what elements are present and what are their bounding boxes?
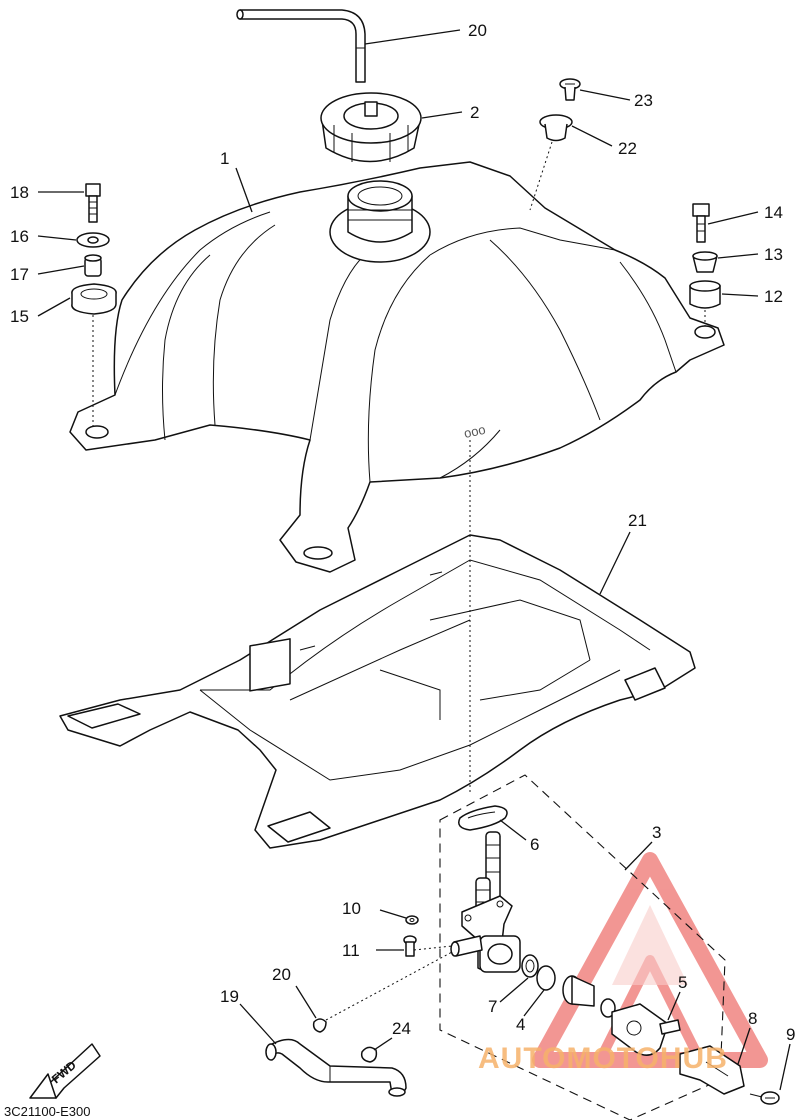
callout-labels: 20 2 1 18 16 17 15 23 22 14 13 12 21 6 3… bbox=[10, 21, 795, 1044]
screw-and-washer bbox=[403, 915, 453, 957]
screw-and-damper bbox=[529, 78, 581, 211]
callout-leaders bbox=[37, 29, 791, 1091]
breather-hose bbox=[236, 9, 366, 83]
callout-7: 7 bbox=[488, 997, 497, 1016]
callout-12: 12 bbox=[764, 287, 783, 306]
tank-cover bbox=[59, 440, 696, 849]
callout-13: 13 bbox=[764, 245, 783, 264]
callout-8: 8 bbox=[748, 1009, 757, 1028]
callout-22: 21 bbox=[628, 511, 647, 530]
fuel-hose-and-clips bbox=[265, 951, 453, 1097]
left-mount-hardware bbox=[71, 183, 117, 428]
callout-6: 6 bbox=[530, 835, 539, 854]
callout-20-upper: 20 bbox=[272, 965, 291, 984]
callout-9: 9 bbox=[786, 1025, 795, 1044]
fuel-tank: ooo bbox=[69, 161, 725, 573]
callout-24: 23 bbox=[634, 91, 653, 110]
callout-4: 4 bbox=[516, 1015, 525, 1034]
callout-10: 10 bbox=[342, 899, 361, 918]
fuel-tank-cap bbox=[320, 92, 422, 163]
callout-11: 11 bbox=[342, 941, 360, 960]
callout-17: 17 bbox=[10, 265, 29, 284]
fuel-cock-assembly bbox=[450, 805, 780, 1105]
right-mount-hardware bbox=[689, 203, 721, 326]
callout-18: 18 bbox=[10, 183, 29, 202]
callout-3: 3 bbox=[652, 823, 661, 842]
callout-2: 2 bbox=[470, 103, 479, 122]
callout-1: 1 bbox=[220, 149, 229, 168]
callout-23: 22 bbox=[618, 139, 637, 158]
svg-text:ooo: ooo bbox=[463, 422, 487, 441]
callout-21: 20 bbox=[468, 21, 487, 40]
callout-19: 19 bbox=[220, 987, 239, 1006]
watermark-text: AUTOMOTOHUB bbox=[478, 1042, 728, 1075]
callout-15: 15 bbox=[10, 307, 29, 326]
fwd-arrow-icon bbox=[29, 1043, 101, 1099]
diagram-code: 3C21100-E300 bbox=[4, 1104, 91, 1119]
callout-5: 5 bbox=[678, 973, 687, 992]
callout-14: 14 bbox=[764, 203, 783, 222]
callout-20-lower: 24 bbox=[392, 1019, 411, 1038]
callout-16: 16 bbox=[10, 227, 29, 246]
